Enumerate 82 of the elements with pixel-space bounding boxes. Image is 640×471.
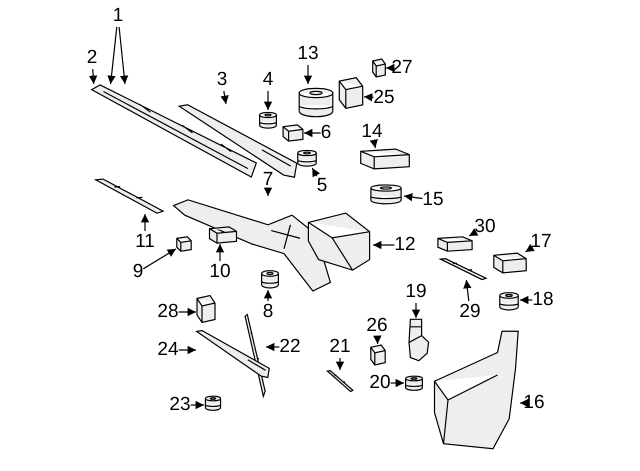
leader-line (412, 303, 420, 318)
nut-drawing (282, 124, 304, 142)
callout-number: 16 (523, 392, 545, 414)
bracket-drawing (196, 330, 270, 378)
callout-number: 2 (86, 47, 98, 69)
wire-drawing (438, 258, 488, 280)
leader-line (373, 335, 382, 344)
callout-number: 22 (279, 336, 301, 358)
leader-line (118, 26, 128, 84)
leader-line (520, 296, 532, 304)
connector-drawing (492, 252, 528, 274)
pad-drawing (436, 236, 474, 252)
callout-number: 28 (157, 301, 179, 323)
leader-line (216, 244, 224, 261)
motor-drawing (305, 210, 373, 272)
leader-line (88, 68, 98, 84)
leader-line (264, 188, 272, 196)
callout-number: 15 (422, 189, 444, 211)
hose-drawing (370, 344, 386, 366)
callout-number: 9 (132, 261, 144, 283)
callout-number: 1 (112, 5, 124, 27)
leader-line (142, 248, 176, 270)
leader-line (390, 378, 404, 388)
cap-drawing (296, 148, 318, 168)
leader-line (304, 128, 321, 138)
callout-number: 12 (394, 234, 416, 256)
callout-number: 4 (262, 69, 274, 91)
leader-line (404, 192, 422, 202)
leader-line (463, 280, 472, 302)
callout-number: 8 (262, 301, 274, 323)
leader-line (220, 90, 229, 104)
callout-number: 29 (459, 301, 481, 323)
grommet-drawing (404, 374, 424, 392)
leader-line (370, 138, 378, 148)
callout-number: 20 (369, 372, 391, 394)
callout-number: 25 (373, 87, 395, 109)
cover-drawing (358, 148, 412, 170)
leader-line (525, 244, 535, 252)
callout-number: 14 (361, 121, 383, 143)
cap-drawing (498, 290, 520, 312)
grommet-drawing (258, 110, 278, 130)
nozzle-drawing (326, 370, 354, 392)
leader-line (178, 346, 196, 354)
leader-line (386, 64, 394, 72)
callout-number: 3 (216, 69, 228, 91)
callout-number: 21 (329, 336, 351, 358)
callout-number: 5 (316, 175, 328, 197)
bushing-drawing (260, 268, 280, 290)
callout-number: 27 (391, 57, 413, 79)
connector-drawing (372, 58, 386, 78)
wiper-blade-drawing (90, 84, 258, 178)
connector-drawing (338, 76, 364, 110)
callout-number: 17 (530, 231, 552, 253)
leader-line (336, 358, 344, 370)
callout-number: 11 (135, 231, 155, 253)
leader-line (107, 26, 118, 84)
seal-drawing (368, 182, 404, 206)
callout-number: 10 (209, 261, 231, 283)
leader-line (264, 91, 272, 110)
leader-line (364, 93, 374, 102)
leader-line (312, 168, 320, 178)
clip-drawing (204, 394, 222, 412)
leader-line (520, 398, 528, 408)
leader-line (373, 240, 394, 250)
callout-number: 19 (405, 281, 427, 303)
hose-drawing (92, 178, 166, 214)
callout-number: 18 (532, 289, 554, 311)
callout-number: 30 (474, 216, 496, 238)
leader-line (264, 290, 272, 301)
leader-line (140, 214, 150, 231)
leader-line (178, 308, 196, 316)
sensor-drawing (196, 294, 216, 324)
callout-number: 6 (320, 122, 332, 144)
callout-number: 23 (169, 394, 191, 416)
callout-number: 7 (262, 169, 274, 191)
callout-number: 26 (366, 315, 388, 337)
callout-number: 13 (297, 43, 319, 65)
leader-line (304, 65, 312, 84)
leader-line (190, 400, 204, 410)
leader-line (266, 342, 280, 352)
callout-number: 24 (157, 339, 179, 361)
leader-line (468, 228, 478, 237)
